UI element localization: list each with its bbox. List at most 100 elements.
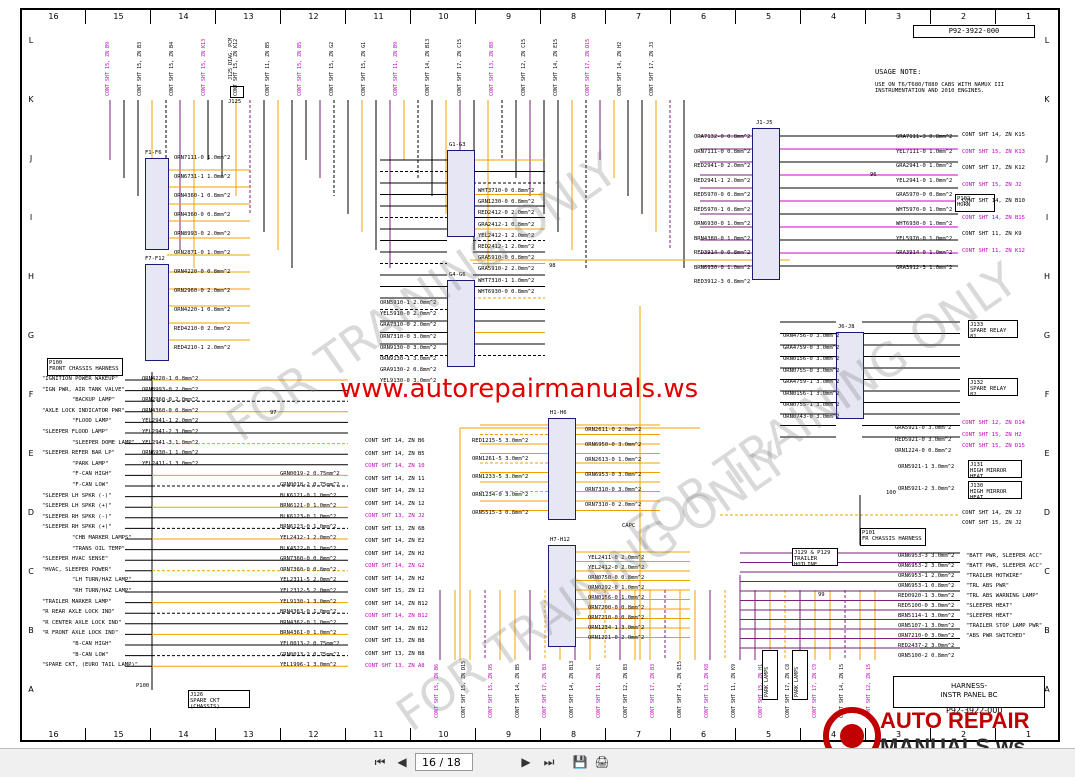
reference-number: 99 [818, 592, 825, 598]
input-signal-label: "SLEEPER FLOOD LAMP" [42, 429, 109, 435]
wire-label: ORN1234-0 3.0mm^2 [472, 492, 529, 498]
bottom-connection-reference: CONT SHT 15, ZN H1 [758, 663, 764, 718]
bottom-connection-reference: CONT SHT 13, ZN K8 [704, 663, 710, 718]
zone-number: 14 [150, 10, 216, 24]
connector-p102-id: P102 [957, 196, 971, 202]
zone-letter: L [1044, 36, 1050, 45]
connection-reference: CONT SHT 15, ZN I2 [365, 588, 425, 594]
prev-page-button[interactable]: ◀ [397, 755, 407, 769]
wire-label: YEL5910-0 2.0mm^2 [380, 311, 437, 318]
wire-label: ORN5515-3 0.8mm^2 [472, 510, 529, 516]
wire-label: ORN4360-0 0.8mm^2 [174, 212, 231, 218]
viewer-toolbar: ⏮ ◀ 16 / 18 ▶ ⏭ 💾 🖨 [0, 748, 1075, 777]
wire-label: YEL2312-5 2.0mm^2 [280, 588, 337, 594]
wire-label: YEL7111-0 1.0mm^2 [896, 148, 953, 155]
zone-letter: K [28, 95, 34, 104]
connection-reference: CONT SHT 14, ZN 12 [365, 500, 425, 507]
wire-label: WHT6930-0 1.0mm^2 [896, 221, 953, 227]
connector-p102-label: HORN [957, 202, 971, 208]
connector-j131-id: J131 [970, 462, 984, 468]
zone-number: 11 [345, 728, 411, 742]
wire-label: GRA5921-0 3.0mm^2 [895, 425, 952, 431]
last-page-button[interactable]: ⏭ [543, 755, 555, 769]
top-connection-reference: CONT SHT 17, ZN D15 [585, 38, 591, 96]
page-number-input[interactable]: 16 / 18 [415, 753, 473, 771]
block-g4-g6 [447, 280, 475, 367]
wire-label: ORN8993-0 2.0mm^2 [174, 231, 231, 237]
wire-label: GRN0019-2 0.75mm^2 [280, 471, 340, 478]
input-signal-label: "IGN PWR, AIR TANK VALVE" [42, 386, 125, 393]
wire-label: ORN4220-1 0.8mm^2 [174, 307, 231, 313]
wire-label: ORN7310-0 3.0mm^2 [380, 333, 437, 340]
wire-label: RED2412-1 2.0mm^2 [478, 244, 535, 250]
title-line-2: INSTR PANEL BC [940, 691, 998, 699]
bottom-connection-reference: CONT SHT 14, ZN B13 [569, 660, 575, 718]
connector-j132: J132 SPARE RELAY 82 [968, 378, 1018, 398]
input-signal-label: "SLEEPER RH SPKR (-)" [42, 513, 112, 520]
zone-letter: J [29, 154, 33, 163]
wire-label: BRN4363-0 1.0mm^2 [280, 609, 337, 616]
zone-number: 3 [865, 728, 931, 742]
zone-letter: A [28, 685, 34, 694]
wire-label: GRN0018-2 0.75mm^2 [280, 482, 340, 488]
zone-number: 11 [345, 10, 411, 24]
top-connection-reference: CONT SHT 15, ZN B5 [297, 41, 303, 96]
wire-label: BRN6123-0 1.0mm^2 [280, 524, 337, 531]
input-signal-label: "SLEEPER REFER BAR LP" [42, 450, 115, 457]
input-signal-label: "IGNITION POWER WAKEUP" [42, 376, 119, 382]
print-button[interactable]: 🖨 [594, 755, 610, 769]
wire-label: ORN5910-1 2.0mm^2 [380, 300, 437, 306]
input-signal-label: "SLEEPER RH SPKR (+)" [42, 524, 112, 531]
wire-label: ORN5921-2 3.0mm^2 [898, 486, 955, 492]
wire-label: RED2941-0 2.0mm^2 [694, 163, 751, 169]
connector-j130-label: HIGH MIRROR HEAT [970, 489, 1007, 501]
zone-number: 13 [215, 10, 281, 24]
wire-label: RED5970-0 0.8mm^2 [694, 192, 751, 198]
wire-label: ORN7310-0 2.0mm^2 [585, 502, 642, 508]
connection-reference: CONT SHT 14, ZN 10 [365, 463, 425, 469]
connection-reference: CONT SHT 14, ZN 12 [365, 488, 425, 494]
wire-label: RED2941-1 2.0mm^2 [694, 177, 751, 184]
connector-p100-id: P100 [49, 360, 63, 366]
usage-note-line-2: INSTRUMENTATION AND 2010 ENGINES. [875, 88, 985, 94]
reference-number: 96 [870, 172, 877, 178]
save-button[interactable]: 💾 [572, 755, 588, 769]
connector-j125-label: J125 [228, 99, 242, 105]
top-connection-reference: CONT SHT 13, ZN B8 [489, 41, 495, 96]
wire-label: ORN9130-1 3.0mm^2 [380, 356, 437, 362]
wire-label: GRA7310-0 2.0mm^2 [380, 322, 437, 329]
connection-reference: CONT SHT 13, ZN 6B [365, 525, 425, 532]
wire-label: BRN4362-0 1.0mm^2 [280, 619, 337, 626]
wire-label: GRA5970-0 0.8mm^2 [896, 192, 953, 198]
wire-label: RED5921-0 3.0mm^2 [895, 436, 952, 443]
connector-j129-id: J129 & P129 [794, 550, 831, 556]
bottom-connection-reference: CONT SHT 14, ZN B5 [515, 663, 521, 718]
wire-label: BRN4361-0 1.0mm^2 [280, 630, 337, 637]
wire-label: WHT5970-0 1.0mm^2 [896, 206, 953, 213]
zone-number: 10 [410, 10, 476, 24]
next-page-button[interactable]: ▶ [521, 755, 531, 769]
connection-reference: CONT SHT 14, ZN K15 [962, 132, 1025, 138]
input-signal-label: "F-CAN LOW" [72, 482, 109, 488]
bottom-connection-reference: CONT SHT 17, ZN B3 [650, 663, 656, 718]
top-connection-reference: CONT SHT 15, ZN G2 [329, 41, 335, 96]
bottom-connection-reference: CONT SHT 17, ZN C9 [812, 663, 818, 718]
top-connection-reference: CONT SHT 15, ZN K13 [201, 38, 207, 96]
connection-reference: CONT SHT 11, ZN K9 [962, 231, 1022, 237]
zone-letter: J [1045, 154, 1049, 163]
zone-letter: E [28, 449, 34, 458]
wire-label: RED1215-5 3.0mm^2 [472, 438, 529, 444]
wire-label: ORN6930-0 1.0mm^2 [694, 221, 751, 227]
input-signal-label: "LH TURN/HAZ LAMP" [72, 577, 132, 584]
zone-letter: D [27, 508, 35, 517]
zone-letter: H [1043, 272, 1050, 281]
wire-label: ORN6953-3 3.0mm^2 [898, 553, 955, 559]
first-page-button[interactable]: ⏮ [374, 755, 386, 769]
connector-j125 [230, 86, 244, 98]
connection-reference: CONT SHT 15, ZN D15 [962, 443, 1025, 449]
connection-reference: CONT SHT 14, ZN G2 [365, 563, 425, 569]
wire-label: ORN2611-0 2.0mm^2 [585, 427, 642, 433]
zone-letter: B [1044, 626, 1050, 635]
input-signal-label: "SPARE CKT, (EURO TAIL LAMP)" [42, 662, 139, 669]
fuse-block-f1-f6 [145, 158, 169, 250]
